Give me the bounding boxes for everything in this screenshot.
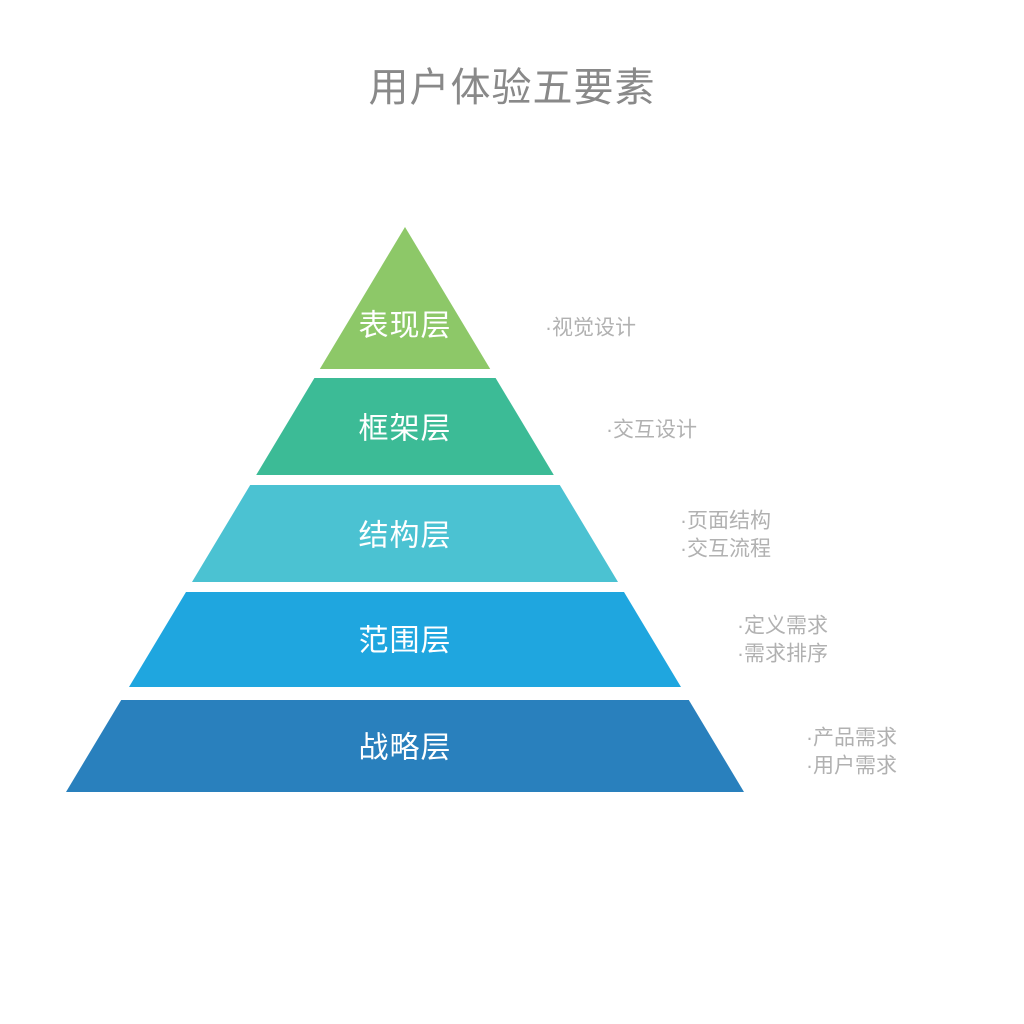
note-layer-5-line-1: ·产品需求 [806, 727, 897, 750]
pyramid-layer-4-shape [129, 592, 681, 687]
note-layer-1-line-1: ·视觉设计 [545, 317, 636, 340]
note-layer-4-line-1: ·定义需求 [737, 615, 828, 638]
pyramid-layer-5-label: 战略层 [359, 732, 452, 765]
pyramid-layer-3-shape [192, 485, 618, 582]
pyramid-layer-4-label: 范围层 [359, 625, 452, 658]
note-layer-5-line-2: ·用户需求 [806, 755, 897, 778]
note-layer-3-line-1: ·页面结构 [680, 510, 771, 533]
pyramid-layer-2-label: 框架层 [359, 413, 452, 446]
pyramid-layer-3-label: 结构层 [359, 520, 452, 553]
pyramid-layer-2-shape [256, 378, 554, 475]
note-layer-4-line-2: ·需求排序 [737, 643, 828, 666]
page-title: 用户体验五要素 [369, 66, 656, 110]
pyramid-layer-5-shape [66, 700, 744, 792]
pyramid-layer-1-label: 表现层 [359, 310, 452, 343]
pyramid-layer-1-shape [319, 227, 491, 369]
note-layer-3-line-2: ·交互流程 [680, 538, 771, 561]
note-layer-2-line-1: ·交互设计 [606, 419, 697, 442]
